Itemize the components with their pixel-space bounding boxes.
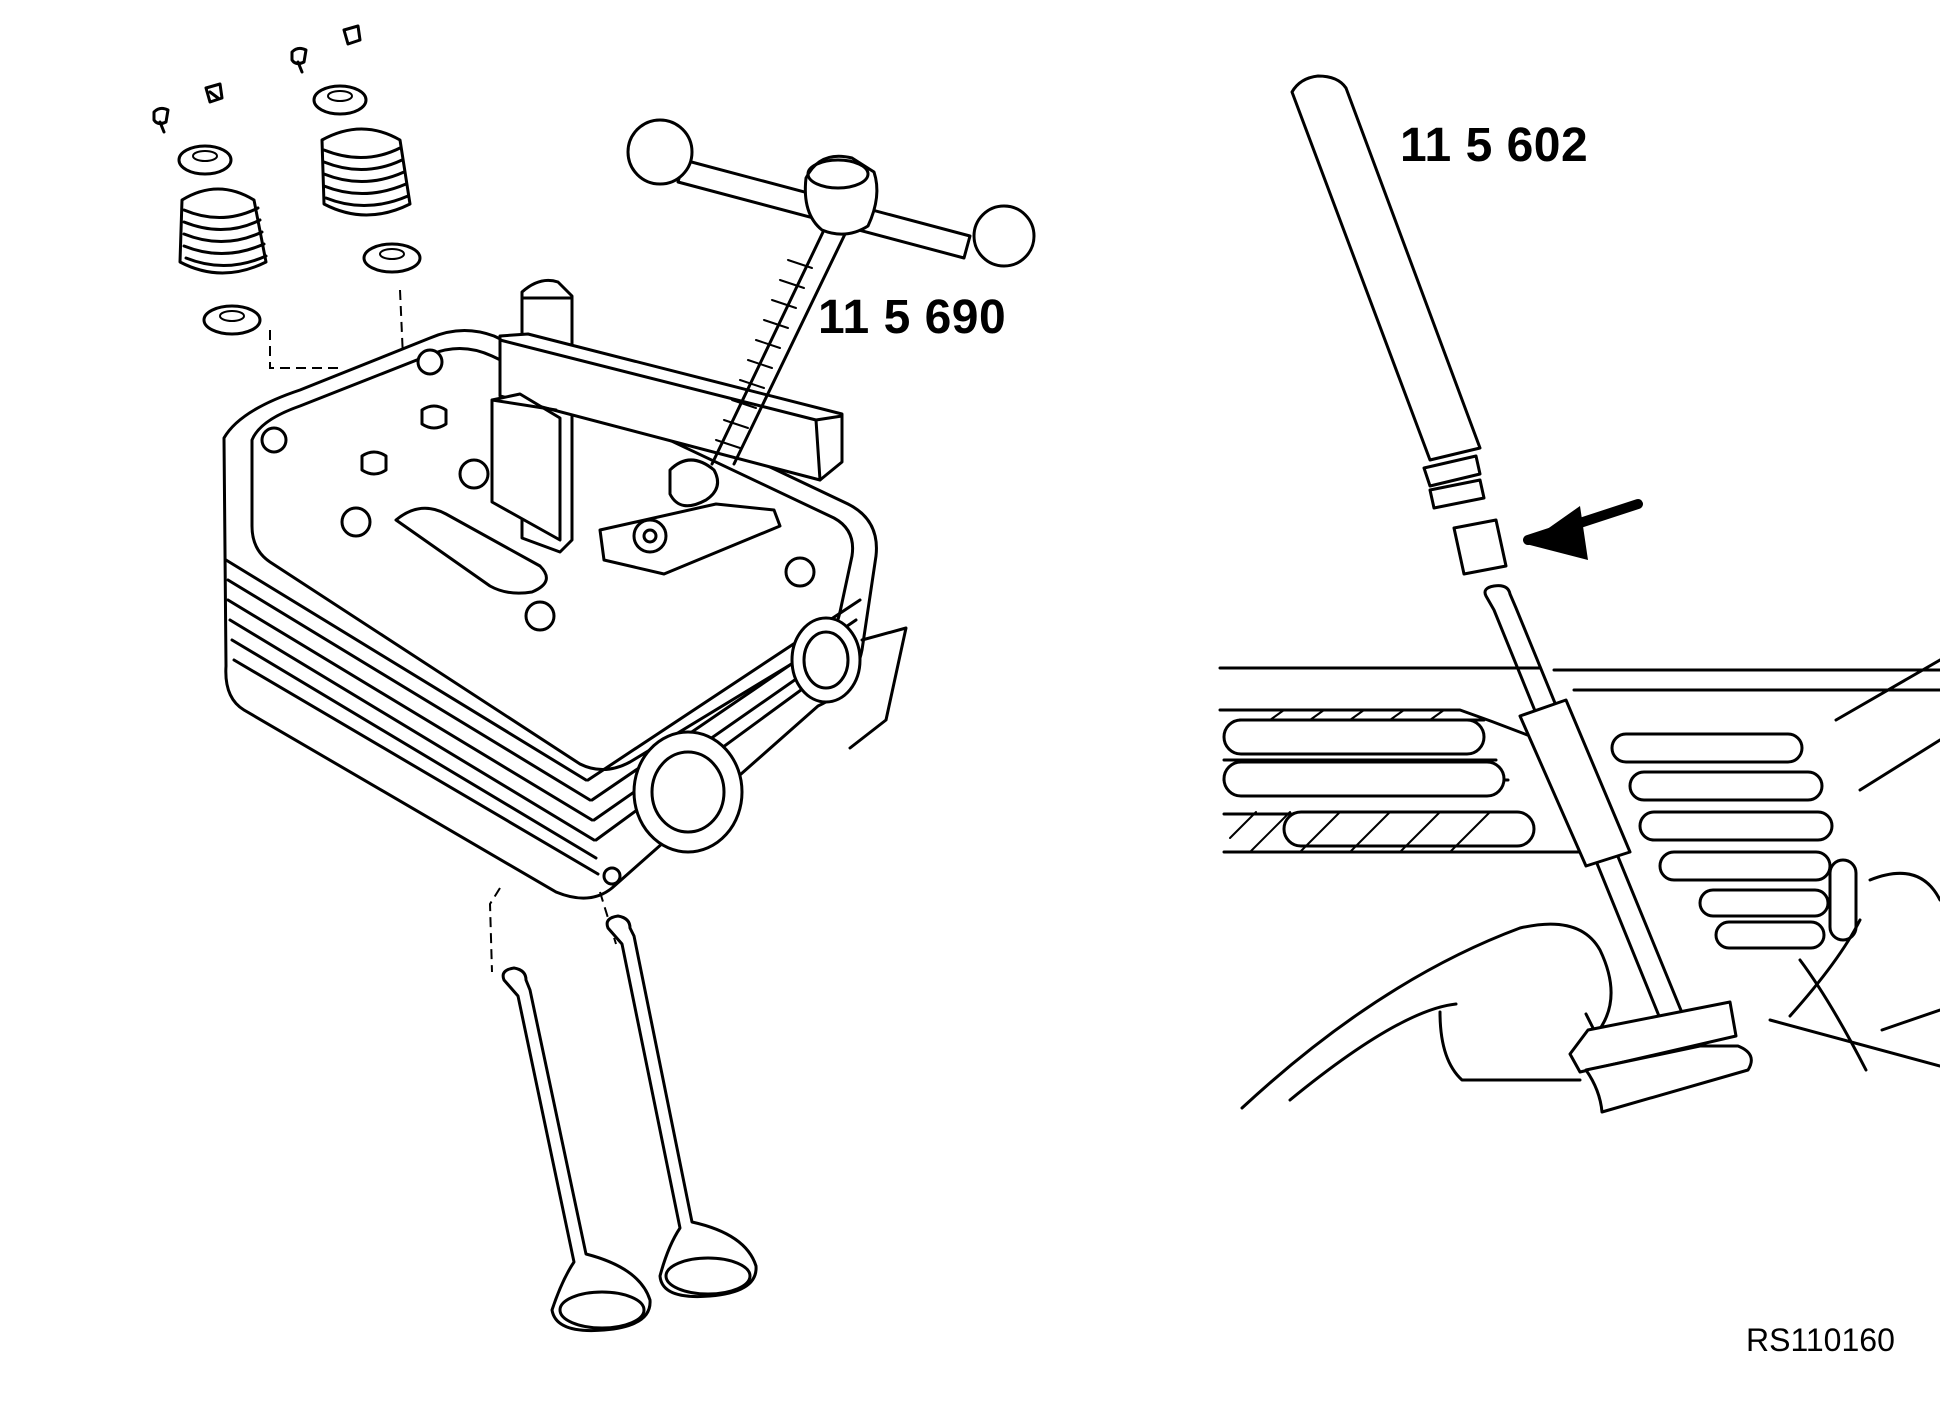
left-exploded-view [152, 24, 1036, 1333]
tool-label-11-5-602: 11 5 602 [1400, 119, 1589, 172]
removed-valves [501, 914, 758, 1333]
valve-keepers-right [290, 24, 362, 74]
valve-keepers-left [152, 82, 224, 134]
valve-guide-drift [1290, 74, 1696, 1050]
tool-label-11-5-690: 11 5 690 [818, 291, 1007, 344]
valve-spring-stack-right [312, 84, 422, 381]
right-section-view [1218, 74, 1940, 1114]
valve-spring-stack-left [177, 144, 340, 369]
valve-spring-compressor-tool [490, 118, 1036, 576]
cylinder-head-section [1218, 658, 1940, 1114]
figure-reference-code: RS110160 [1746, 1322, 1895, 1358]
